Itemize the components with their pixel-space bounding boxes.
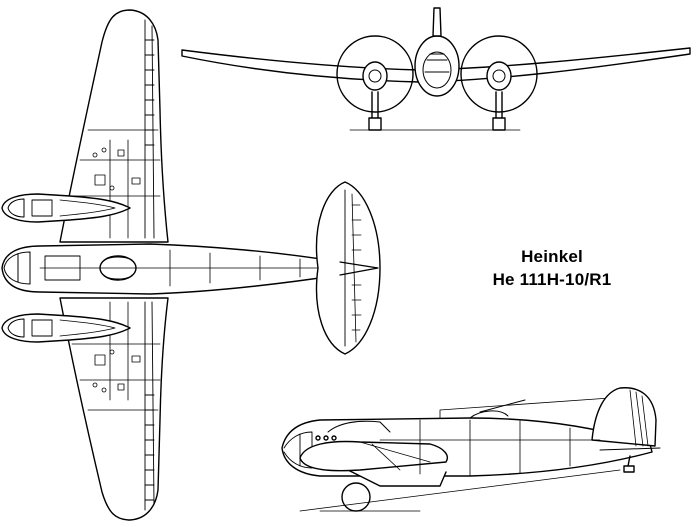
front-view-wing (181, 47, 691, 83)
top-view-upper-wing (59, 9, 169, 243)
front-view (181, 7, 691, 131)
side-view-tail-wheel (623, 455, 635, 473)
front-view-right-gear (492, 91, 506, 131)
side-view-antenna (439, 397, 611, 419)
top-view-lower-wing (59, 297, 169, 521)
front-view-fuselage (414, 35, 460, 97)
top-view-lower-nacelle (1, 313, 131, 343)
front-view-left-prop-disc (336, 35, 414, 113)
side-view-main-wheel (341, 482, 371, 512)
manufacturer-label: Heinkel (521, 247, 583, 266)
top-view-glazed-nose (3, 251, 31, 285)
side-view-ground-line (299, 469, 621, 512)
front-view-left-nacelle (362, 61, 388, 91)
top-view-upper-nacelle (1, 193, 131, 223)
aircraft-title: Heinkel He 111H-10/R1 (462, 245, 642, 291)
front-view-fin (432, 7, 442, 37)
top-view-upper-aileron (144, 19, 155, 239)
top-view-tailplane (315, 181, 381, 355)
side-view-fin (591, 387, 657, 447)
front-view-right-prop-disc (460, 35, 538, 113)
front-view-left-gear (368, 91, 382, 131)
side-view-canopy (327, 420, 391, 433)
side-view-dorsal-gun (469, 410, 509, 419)
front-view-right-nacelle (486, 61, 512, 91)
top-view-upper-wing-panels (71, 129, 161, 239)
top-view (1, 9, 381, 521)
side-view (281, 387, 661, 512)
designation-label: He 111H-10/R1 (492, 270, 612, 289)
top-view-lower-wing-panels (71, 301, 161, 411)
top-view-lower-aileron (144, 301, 155, 511)
side-view-gondola (347, 469, 447, 487)
side-view-nacelle (299, 440, 448, 472)
